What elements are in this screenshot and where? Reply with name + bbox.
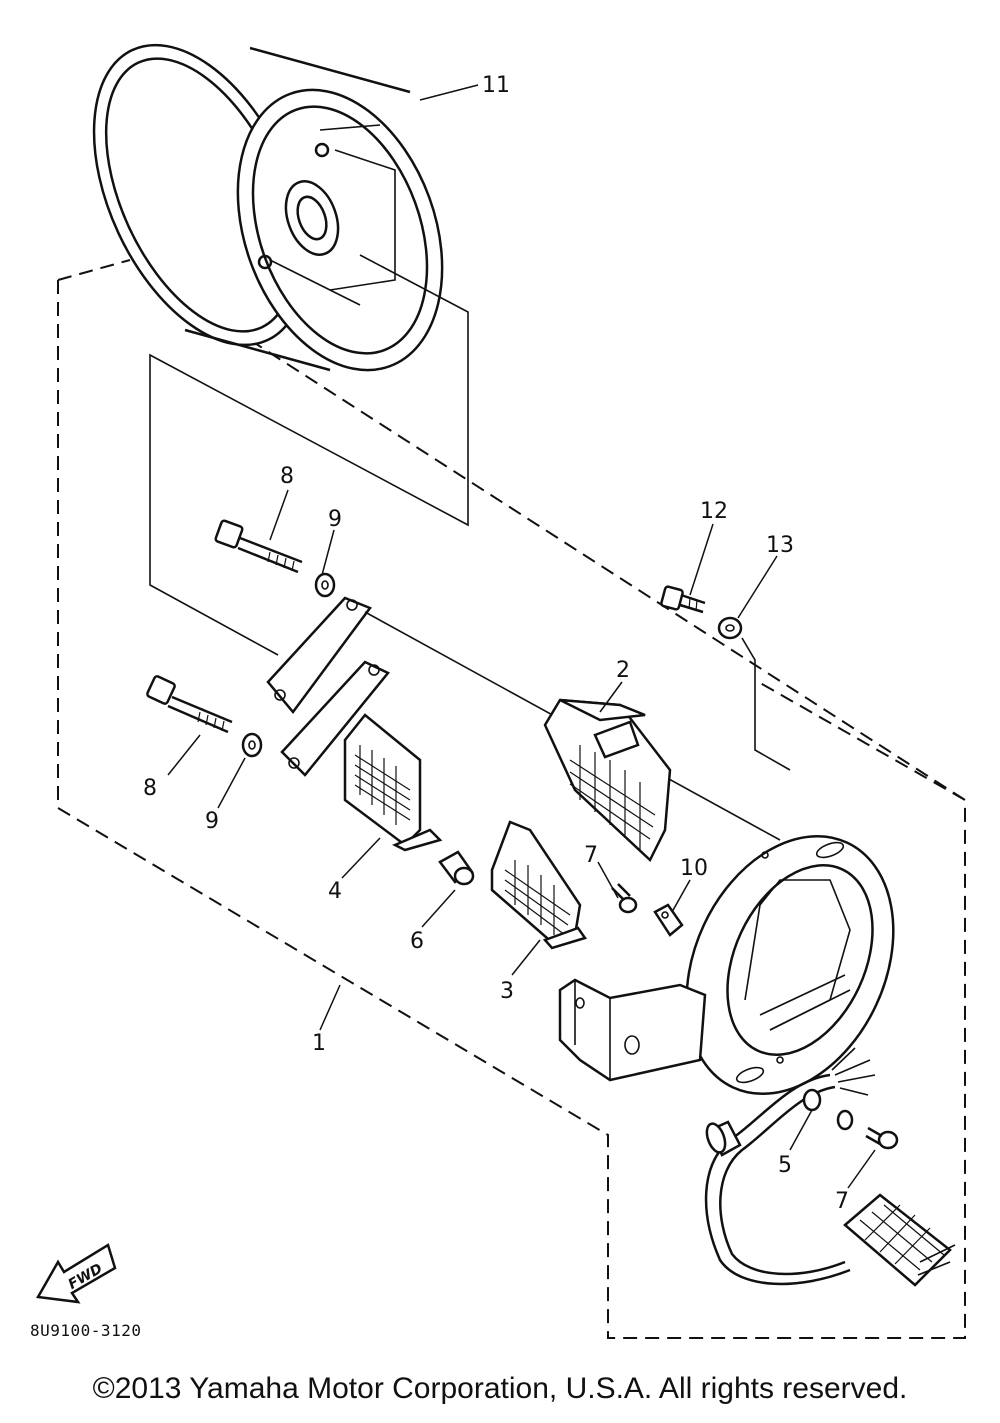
exploded-parts-diagram: FWD 11 8 9 12 13 2 8 9 4 7 10 6 3 1 5 7 (35, 43, 966, 1339)
stator-base-plate (685, 834, 895, 1096)
projection-line-rotor (149, 254, 469, 656)
copyright-notice: ©2013 Yamaha Motor Corporation, U.S.A. A… (92, 1372, 908, 1405)
callout-7-lower: 7 (835, 1189, 849, 1214)
wiring-harness (704, 1047, 956, 1287)
callout-6: 6 (410, 929, 424, 954)
callout-1: 1 (312, 1031, 326, 1056)
module-part-2 (543, 698, 672, 863)
module-part-4 (343, 713, 443, 852)
bolt-part-12 (660, 585, 706, 614)
callout-9-upper: 9 (328, 507, 342, 532)
callout-13: 13 (766, 533, 794, 558)
assembly-boundary-dashed (57, 280, 966, 1339)
callout-3: 3 (500, 979, 514, 1004)
collar-part-6 (438, 850, 475, 886)
callout-8-lower: 8 (143, 776, 157, 801)
callout-9-lower: 9 (205, 809, 219, 834)
washer-part-13 (717, 616, 743, 640)
callout-2: 2 (616, 658, 630, 683)
clamp-part-10 (653, 903, 684, 937)
bolt-upper (214, 519, 303, 574)
callout-5: 5 (778, 1153, 792, 1178)
callout-4: 4 (328, 879, 342, 904)
assembly-boundary-top (57, 259, 131, 281)
module-part-3 (490, 820, 588, 950)
screw-upper (611, 883, 638, 914)
diagram-part-number: 8U9100-3120 (30, 1321, 142, 1340)
washer-upper (314, 572, 336, 598)
callout-7-upper: 7 (584, 843, 598, 868)
forward-direction-arrow: FWD (35, 1243, 117, 1304)
stator-bracket-arm (558, 978, 707, 1082)
assembly-boundary-diagonal (249, 339, 966, 801)
washer-lower (241, 732, 263, 758)
callout-11: 11 (482, 73, 510, 98)
callout-12: 12 (700, 499, 728, 524)
projection-line-bolt12 (741, 637, 791, 771)
flywheel-rotor (92, 43, 444, 372)
callout-10: 10 (680, 856, 708, 881)
bolt-lower (146, 675, 233, 734)
callout-8-upper: 8 (280, 464, 294, 489)
screw-lower (865, 1126, 899, 1150)
leader-lines (167, 84, 876, 1189)
bracket-plates (266, 596, 390, 777)
